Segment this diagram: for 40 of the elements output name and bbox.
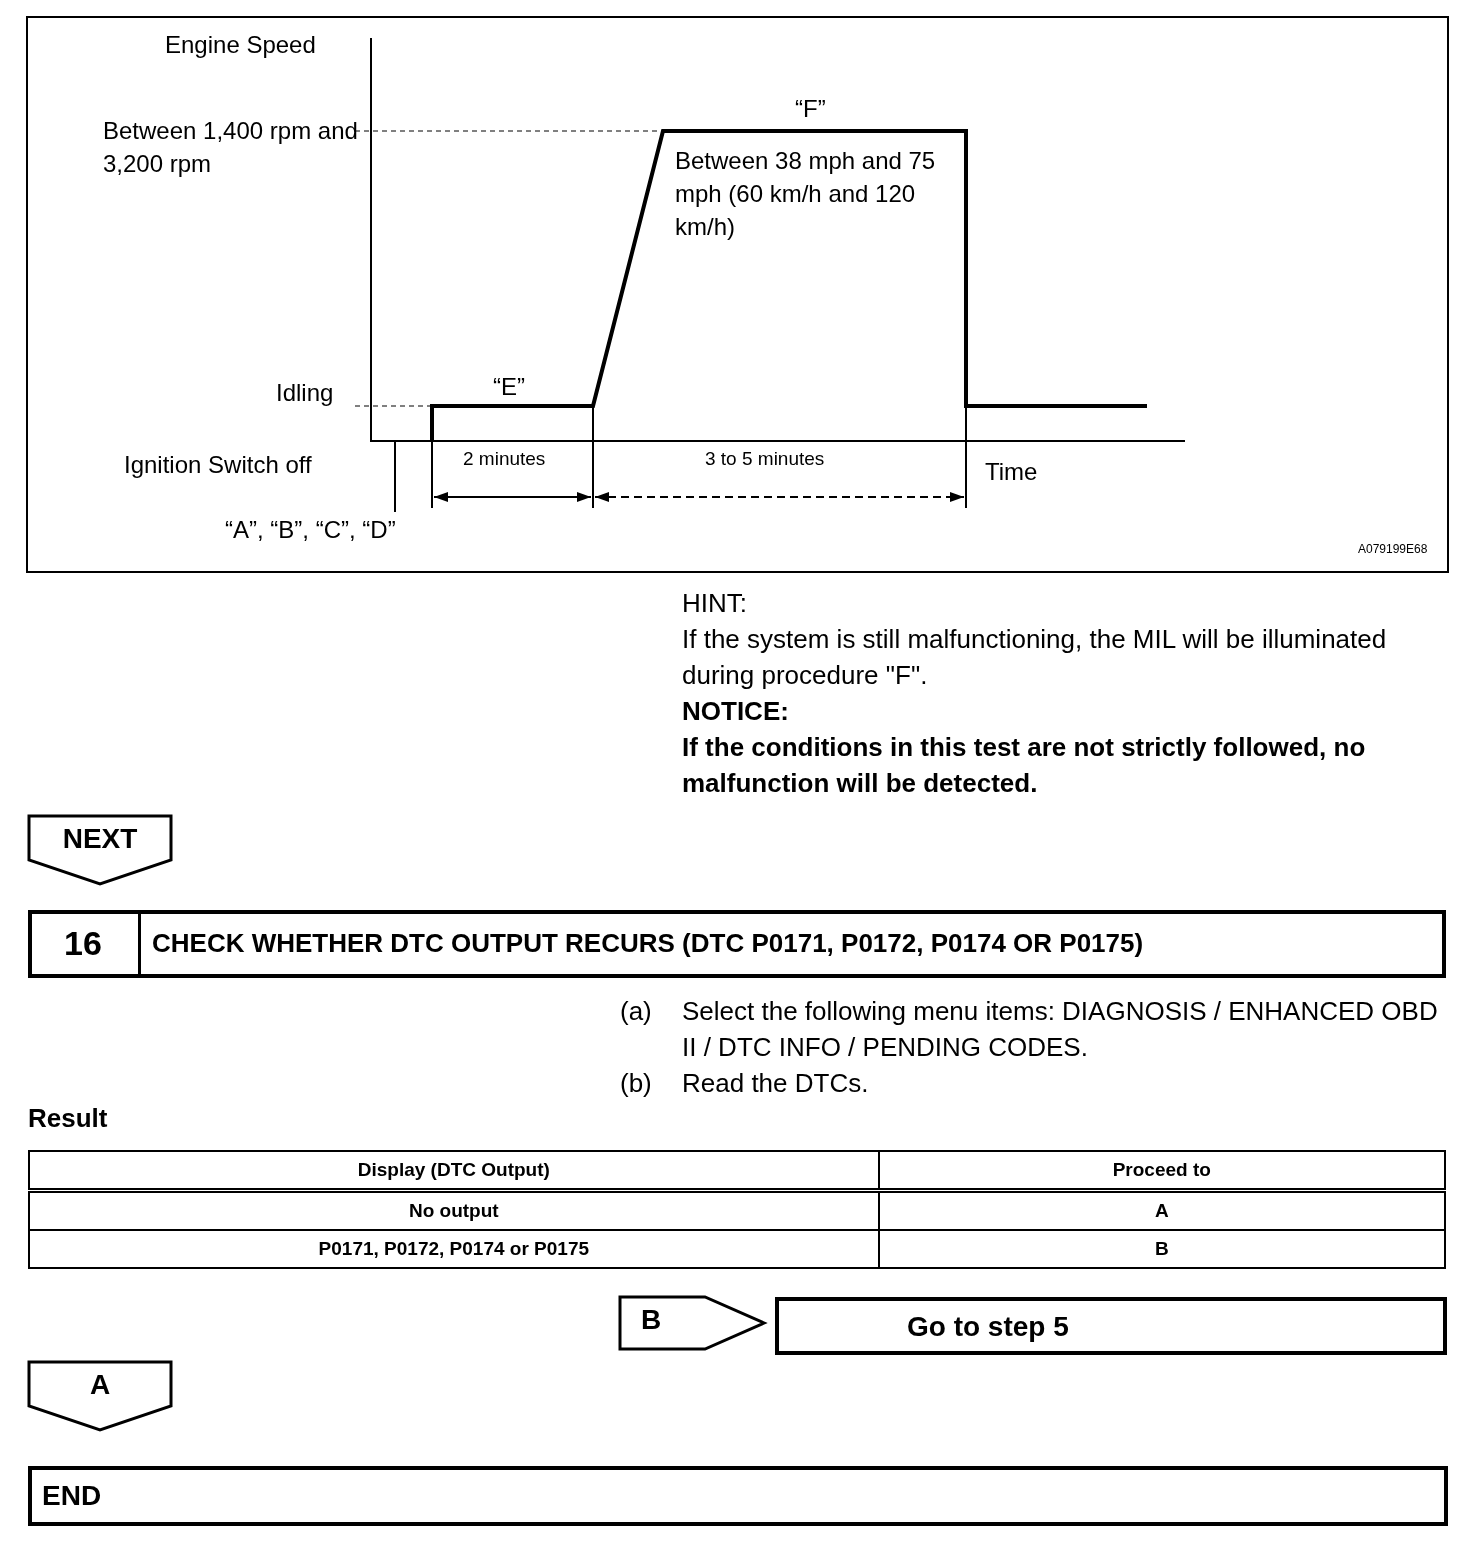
table-cell: P0171, P0172, P0174 or P0175	[29, 1230, 879, 1268]
table-cell: No output	[29, 1190, 879, 1230]
duration-label: 2 minutes	[463, 447, 546, 471]
duration-label: 3 to 5 minutes	[705, 447, 825, 471]
event-label: “A”, “B”, “C”, “D”	[225, 515, 396, 545]
figure-code: A079199E68	[1358, 541, 1428, 558]
next-tab	[28, 1361, 172, 1431]
notice-text: If the conditions in this test are not strictly followed, no malfunction will be detected.	[682, 731, 1367, 800]
result-box	[775, 1297, 1447, 1355]
table-cell: A	[878, 1190, 1445, 1230]
hint-heading: HINT:	[682, 587, 747, 620]
axis-value: Between 1,400 rpm and 3,200 rpm	[103, 116, 359, 179]
instruction-text: Read the DTCs.	[682, 1067, 869, 1100]
table-cell: Proceed to	[878, 1151, 1445, 1191]
axis-value: Ignition Switch off	[124, 450, 312, 480]
branch-tab	[619, 1296, 765, 1350]
next-tab	[28, 815, 172, 885]
axis-label: Engine Speed	[165, 30, 316, 60]
hint-text: If the system is still malfunctioning, the MIL will be illuminated during procedure "F".	[682, 623, 1388, 692]
phase-label: “E”	[493, 372, 525, 402]
step-number: 16	[64, 924, 102, 963]
notice-heading: NOTICE:	[682, 695, 789, 728]
tab-label: B	[641, 1304, 662, 1336]
table-cell: Display (DTC Output)	[29, 1151, 879, 1191]
axis-label: Time	[985, 457, 1038, 487]
list-marker: (b)	[620, 1067, 652, 1100]
instruction-text: Select the following menu items: DIAGNOSIS / ENHANCED OBD II / DTC INFO / PENDING CODES.	[682, 995, 1439, 1064]
table-cell: B	[878, 1230, 1445, 1268]
speed-note: Between 38 mph and 75 mph (60 km/h and 120 km/h)	[675, 146, 937, 242]
box-label: END	[42, 1480, 102, 1512]
result-box	[28, 1466, 1448, 1526]
box-label: Go to step 5	[907, 1311, 1069, 1343]
tab-label: NEXT	[61, 823, 139, 855]
section-heading: Result	[28, 1102, 108, 1135]
tab-label: A	[88, 1369, 112, 1401]
list-marker: (a)	[620, 995, 652, 1028]
step-header	[28, 910, 1446, 978]
phase-label: “F”	[795, 94, 826, 124]
step-title: CHECK WHETHER DTC OUTPUT RECURS (DTC P0171, P0172, P0174 OR P0175)	[152, 928, 1144, 959]
axis-value: Idling	[276, 378, 334, 408]
